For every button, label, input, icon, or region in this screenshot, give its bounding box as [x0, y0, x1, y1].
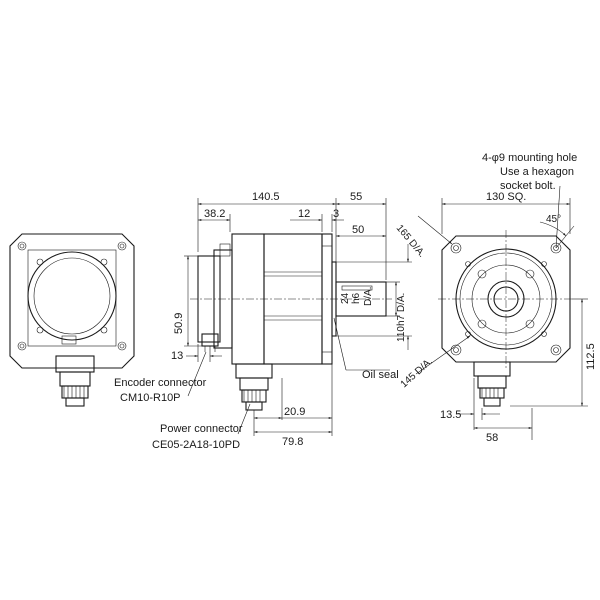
dim-overall-length: 140.5 — [252, 191, 280, 203]
mounting-holes — [450, 242, 562, 356]
dim-power-conn-pos: 79.8 — [282, 436, 303, 448]
dim-key-length: 50 — [352, 224, 364, 236]
dim-shaft-dia-label: D/A. — [363, 287, 374, 306]
rear-view — [9, 233, 135, 407]
dim-encoder-height: 50.9 — [173, 313, 185, 334]
side-view: 140.5 55 38.2 12 3 50 24 h6 D/A. 110h7 D… — [114, 191, 412, 451]
dim-encoder-offset: 13 — [171, 350, 183, 362]
cooling-fins — [264, 271, 322, 321]
dim-flange-offset: 12 — [298, 208, 310, 220]
dim-front-conn-width: 58 — [486, 432, 498, 444]
label-mounting-hole: 4-φ9 mounting hole — [482, 152, 577, 164]
label-oil-seal: Oil seal — [362, 369, 399, 381]
dim-bolt-circle: 165 D/A. — [394, 223, 427, 260]
dim-flange-square: 130 SQ. — [486, 191, 526, 203]
dim-encoder-depth: 38.2 — [204, 208, 225, 220]
encoder-connector — [201, 333, 219, 347]
dim-power-conn-offset: 20.9 — [284, 406, 305, 418]
label-socket-bolt: socket bolt. — [500, 180, 556, 192]
dim-flange-thickness: 3 — [333, 208, 339, 220]
label-encoder-connector: Encoder connector — [114, 377, 207, 389]
rear-bolt-holes — [17, 241, 127, 351]
dim-shaft-length: 55 — [350, 191, 362, 203]
rear-power-connector — [55, 355, 95, 407]
dim-shaft-diameter: 24 — [340, 292, 351, 304]
label-encoder-model: CM10-R10P — [120, 392, 181, 404]
dim-height-to-connector: 112.5 — [585, 343, 597, 370]
dim-front-conn-offset: 13.5 — [440, 409, 461, 421]
front-power-connector — [473, 361, 511, 407]
dim-outer-dia: 145 D/A. — [399, 356, 435, 390]
label-hexagon: Use a hexagon — [500, 166, 574, 178]
label-power-connector: Power connector — [160, 423, 243, 435]
label-power-model: CE05-2A18-10PD — [152, 439, 240, 451]
dim-shaft-tol: h6 — [351, 292, 362, 304]
side-power-connector — [235, 363, 273, 411]
dim-pilot-diameter: 110h7 D/A. — [396, 293, 407, 342]
front-view: 130 SQ. 45° 4-φ9 mounting hole Use a hex… — [394, 152, 597, 444]
dim-angle: 45° — [546, 214, 561, 225]
